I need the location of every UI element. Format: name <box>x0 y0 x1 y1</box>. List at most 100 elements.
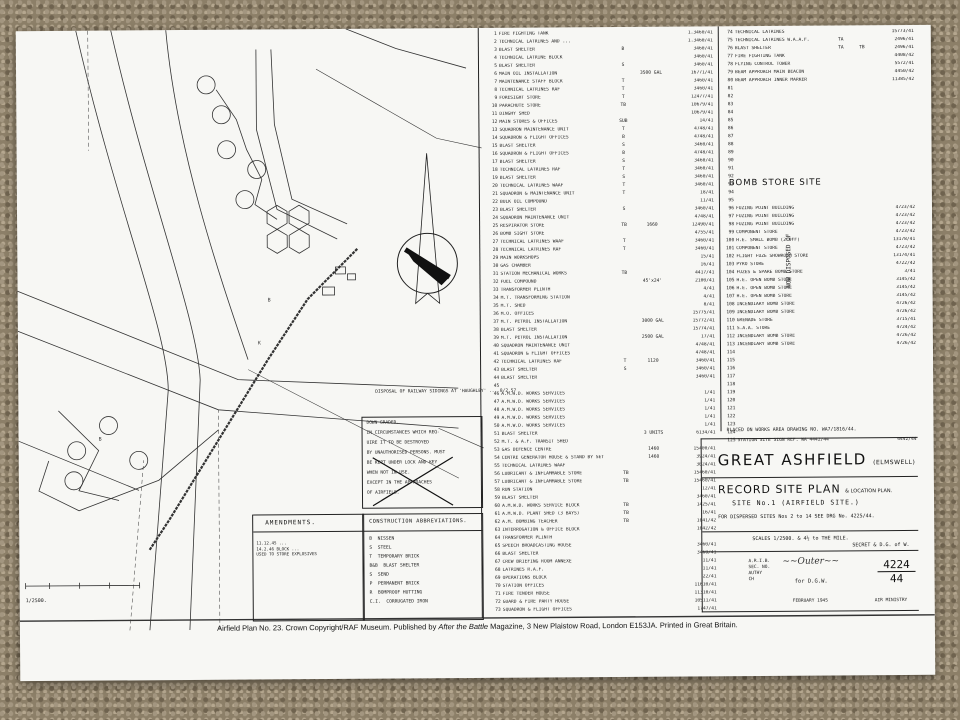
schedule-cell: T <box>621 86 625 92</box>
abbreviation-row: B&B BLAST SHELTER <box>369 563 420 569</box>
schedule-cell: 44 <box>493 375 500 381</box>
schedule-cell: 4408/42 <box>894 52 914 59</box>
site-label: SITE No.1 (AIRFIELD SITE.) <box>732 498 860 508</box>
schedule-cell: 19 <box>492 175 498 181</box>
scales-label: SCALES 1/2500. & 4½ to THE MILE. <box>752 535 849 543</box>
schedule-cell: T <box>622 126 625 132</box>
schedule-cell: 4748/41 <box>695 350 716 356</box>
schedule-cell: BLAST SHELTER <box>498 47 535 53</box>
schedule-cell: 3145/42 <box>896 284 916 291</box>
schedule-cell: 4724/42 <box>896 324 916 331</box>
schedule-cell: 4748/41 <box>694 134 714 140</box>
schedule-cell: TECHNICAL LATRINES RAF <box>500 247 562 253</box>
schedule-cell: TECHNICAL LATRINES <box>734 29 785 36</box>
schedule-cell: 5 <box>494 63 498 69</box>
schedule-cell: 3460/41 <box>694 166 714 172</box>
schedule-cell: SQUADRON MAINTENANCE UNIT <box>499 127 569 133</box>
schedule-cell: 68 <box>494 567 501 573</box>
schedule-cell: 3460/41 <box>695 358 716 364</box>
schedule-cell: 48 <box>493 407 500 413</box>
schedule-cell: 3/41 <box>904 268 916 275</box>
schedule-cell: TECHNICAL LATRINES W.A.A.F. <box>734 37 810 44</box>
schedule-cell: 80 <box>727 78 734 84</box>
building <box>322 286 335 296</box>
amendments-box: AMENDMENTS. 11.12.45 ... 14.2.46 BLOCK .… <box>252 513 365 622</box>
schedule-cell: 29 <box>492 255 499 261</box>
schedule-cell: 4726/42 <box>896 340 916 347</box>
schedule-cell: 11 <box>491 111 498 117</box>
schedule-cell: BLAST SHELTER <box>501 375 538 381</box>
schedule-cell: 89 <box>728 150 734 156</box>
schedule-cell: A.M.W.D. PLANT SHED (3 BAYS) <box>502 511 580 517</box>
schedule-cell: 121 <box>727 406 736 412</box>
schedule-cell: 4748/41 <box>694 126 714 132</box>
schedule-cell <box>735 128 830 129</box>
schedule-cell: 59 <box>494 495 501 501</box>
schedule-cell: BOMB SIGHT STORE <box>500 231 545 237</box>
schedule-cell: BEAM APPROACH INNER MARKER <box>735 77 808 84</box>
scale-label: 1/2500. <box>25 597 47 605</box>
schedule-cell: A.M.W.D. WORKS SERVICES <box>501 423 566 429</box>
schedule-cell <box>735 88 830 89</box>
schedule-cell: 102 <box>726 254 735 260</box>
schedule-cell: 66 <box>494 551 501 557</box>
schedule-cell: 45 <box>493 383 500 389</box>
schedule-cell: 73 <box>495 607 501 613</box>
schedule-cell: 3000 GAL <box>641 318 664 324</box>
schedule-cell: 4/41 <box>703 286 715 292</box>
schedule-cell: 12 <box>491 119 498 125</box>
down-graded-line: EXCEPT IN THE APPROACHES <box>366 480 432 486</box>
schedule-cell: BLAST SHELTER <box>501 431 538 437</box>
schedule-cell: 72 <box>495 599 501 605</box>
schedule-cell: 69 <box>495 575 501 581</box>
schedule-cell <box>735 104 830 105</box>
schedule-cell: 4723/42 <box>895 220 916 227</box>
plan-date: FEBRUARY 1945 <box>792 598 828 604</box>
schedule-cell: 30 <box>492 263 499 269</box>
down-graded-line: WHEN NOT IN USE. <box>366 470 411 476</box>
schedule-cell: B <box>622 150 626 156</box>
schedule-cell: 22 <box>492 199 498 205</box>
schedule-cell: STATION OFFICES <box>502 583 545 589</box>
down-graded-line: BY UNAUTHORISED PERSONS. MUST <box>366 450 446 456</box>
schedule-cell: 67 <box>494 559 501 565</box>
schedule-cell: 3460/41 <box>695 374 716 380</box>
schedule-cell: 13174/41 <box>893 252 916 259</box>
schedule-cell: 23 <box>492 207 499 213</box>
schedule-cell: TRANSFORMER PLINTH <box>500 287 551 293</box>
schedule-cell: 7 <box>494 79 498 85</box>
schedule-cell: 110 <box>726 318 735 324</box>
schedule-cell: 1/41 <box>704 406 716 412</box>
schedule-cell: M.T. SHED <box>500 303 526 309</box>
schedule-cell: 115 <box>726 358 736 364</box>
schedule-cell: 3460/41 <box>693 62 714 68</box>
schedule-cell: 3460/41 <box>694 158 714 164</box>
schedule-cell: 118 <box>726 382 736 388</box>
schedule-cell: BLAST SHELTER <box>501 367 538 373</box>
schedule-cell: 116 <box>726 366 736 372</box>
schedule-cell: 16771/41 <box>690 70 714 76</box>
down-graded-line: BE KEPT UNDER LOCK AND KEY <box>366 460 438 466</box>
schedule-cell: 4723/42 <box>895 212 916 219</box>
schedule-cell: TECHNICAL LATRINES AND ... <box>498 39 571 45</box>
schedule-cell: 41 <box>493 351 500 357</box>
dispersal-pan <box>196 75 216 95</box>
schedule-cell: 3145/42 <box>896 276 916 283</box>
now-disposed-label: NOW DISPOSED OF <box>785 233 793 288</box>
perimeter-track <box>345 28 467 69</box>
hardstanding <box>288 204 310 230</box>
schedule-cell: 120 <box>727 398 736 404</box>
schedule-cell: S <box>623 366 627 372</box>
schedule-cell: SQUADRON MAINTENANCE UNIT <box>500 343 571 349</box>
schedule-cell: INCENDIARY BOMB STORE <box>736 341 796 348</box>
schedule-cell: 17/41 <box>701 334 715 340</box>
schedule-cell: TECHNICAL LATRINES RAF <box>499 87 561 93</box>
schedule-cell: 33 <box>492 287 499 293</box>
schedule-cell <box>501 386 611 387</box>
schedule-cell: 104 <box>726 270 735 276</box>
schedule-cell: 71 <box>495 591 501 597</box>
perimeter-track <box>38 429 219 512</box>
schedule-cell: M.T. TRANSFORMING STATION <box>500 295 570 301</box>
